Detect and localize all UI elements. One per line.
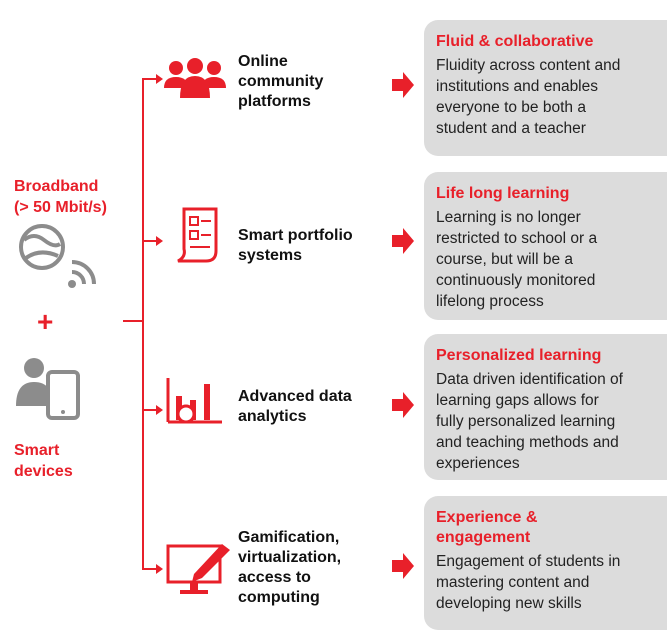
branch-arrow-3 <box>142 405 163 415</box>
card-experience-engagement: Experience & engagement Engagement of st… <box>424 496 667 630</box>
card-title: Life long learning <box>436 185 570 202</box>
plus-sign: + <box>37 306 54 337</box>
card-fluid-collaborative: Fluid & collaborative Fluidity across co… <box>424 20 667 156</box>
card-title: Experience & engagement <box>436 509 538 546</box>
block-arrow-1 <box>392 72 414 98</box>
card-text: Data driven identification of learning g… <box>436 371 623 472</box>
block-arrow-3 <box>392 392 414 418</box>
smart-devices-label: Smart devices <box>14 442 73 480</box>
card-personalized-learning: Personalized learning Data driven identi… <box>424 334 667 480</box>
card-life-long-learning: Life long learning Learning is no longer… <box>424 172 667 320</box>
connector-trunk <box>142 79 144 569</box>
branch-label-online-community: Online community platforms <box>238 53 324 110</box>
card-text: Learning is no longer restricted to scho… <box>436 209 598 310</box>
connector-stem <box>123 320 143 322</box>
block-arrow-2 <box>392 228 414 254</box>
branch-arrow-2 <box>142 236 163 246</box>
branch-label-advanced-analytics: Advanced data analytics <box>238 388 352 425</box>
block-arrow-4 <box>392 553 414 579</box>
smart-device-icon <box>16 358 80 420</box>
broadband-icons <box>19 224 96 288</box>
branch-arrow-4 <box>142 564 163 574</box>
branch-label-smart-portfolio: Smart portfolio systems <box>238 227 353 264</box>
card-text: Fluidity across content and institutions… <box>436 57 621 137</box>
analytics-icon <box>166 378 222 424</box>
wifi-icon <box>68 260 96 288</box>
card-title: Personalized learning <box>436 347 602 364</box>
branch-arrow-1 <box>142 74 163 84</box>
card-title: Fluid & collaborative <box>436 33 594 50</box>
community-icon <box>164 58 226 98</box>
card-text: Engagement of students in mastering cont… <box>436 553 621 612</box>
broadband-label: Broadband (> 50 Mbit/s) <box>14 178 107 216</box>
portfolio-icon <box>177 207 218 263</box>
globe-icon <box>19 224 65 270</box>
computer-pen-icon <box>166 544 230 594</box>
branch-label-gamification: Gamification, virtualization, access to … <box>238 529 342 606</box>
